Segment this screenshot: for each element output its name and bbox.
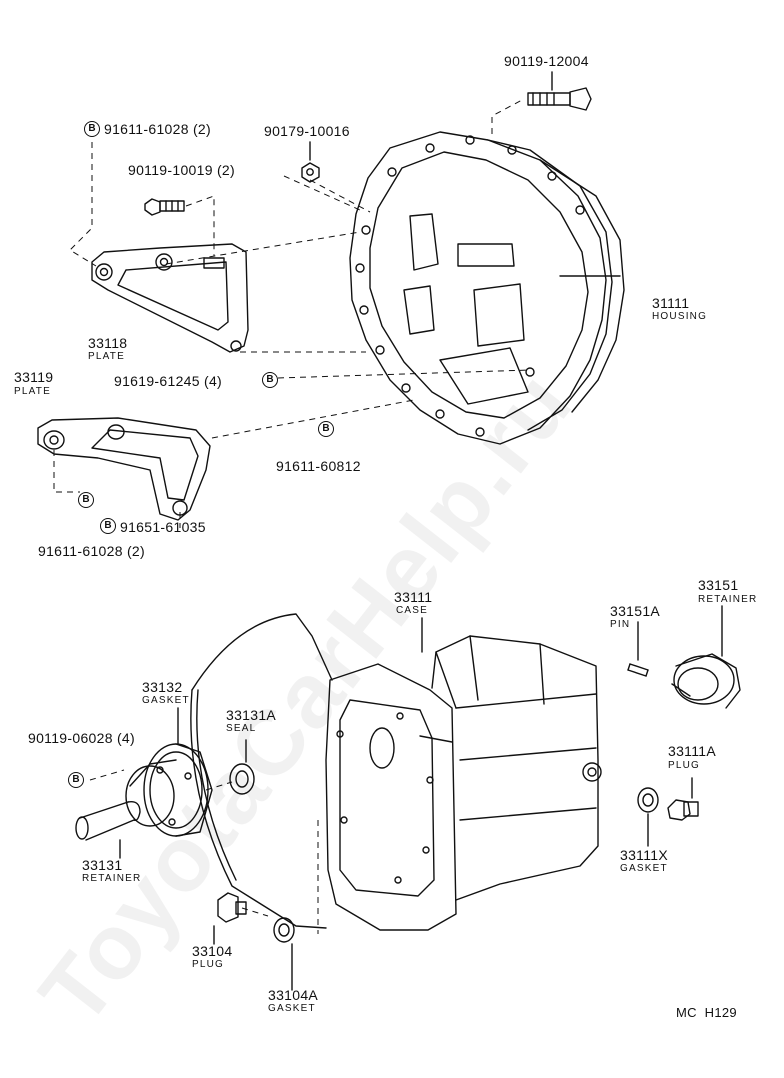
part-name-gasket-left: GASKET [142,695,190,706]
part-label-seal: 33131A [226,707,277,723]
part-name-plate-lower: PLATE [14,386,51,397]
part-label-retainer: 33151 [698,577,739,593]
retainer-33151 [671,605,741,709]
diagram-code: MC H129 [676,1005,737,1020]
part-label-bolt-housing: 91611-60812 [276,458,361,474]
gasket-33104A [273,917,295,991]
plug-33104 [213,892,247,945]
plate-33118 [91,243,249,353]
front-retainer-33131 [75,743,213,841]
part-label-gasket-left: 33132 [142,679,183,695]
part-label-bolt-mid: 91619-61245 (4) [114,373,223,389]
part-label-gasket-bottom: 33104A [268,987,319,1003]
part-label-plug-right: 33111A [668,743,716,759]
plate-33119 [37,417,211,521]
case-33111 [190,613,602,931]
bolt-marker-icon: B [318,421,334,437]
part-label-plug-bottom: 33104 [192,943,233,959]
part-name-housing: HOUSING [652,311,708,322]
part-label-nut: 90179-10016 [264,123,350,139]
part-label-front-retainer: 33131 [82,857,123,873]
part-name-retainer: RETAINER [698,594,758,605]
plug-33111A [667,777,699,821]
housing-31111 [349,131,625,445]
part-name-gasket-bottom: GASKET [268,1003,316,1014]
part-name-front-retainer: RETAINER [82,873,142,884]
bolt-marker-icon: B [68,772,84,788]
bolt-90119-10019 [144,198,185,216]
part-label-plate-upper: 33118 [88,335,128,351]
part-label-pin: 33151A [610,603,661,619]
part-name-plug-right: PLUG [668,760,701,771]
nut-90179-10016 [301,141,320,183]
part-name-plate-upper: PLATE [88,351,125,362]
part-label-bolt-plate-upper: 90119-10019 (2) [128,162,235,178]
part-name-case: CASE [396,605,429,616]
bolt-marker-icon: B [100,518,116,534]
part-label-plate-lower: 33119 [14,369,54,385]
part-name-plug-bottom: PLUG [192,959,225,970]
bolt-marker-icon: B [78,492,94,508]
part-label-bolt-left-top: 91611-61028 (2) [104,121,211,137]
part-label-bolt-top: 90119-12004 [504,53,589,69]
part-label-bolt-left-bottom: 91611-61028 (2) [38,543,145,559]
part-name-seal: SEAL [226,723,257,734]
gasket-33111X [637,787,659,847]
part-label-gasket-right: 33111X [620,847,668,863]
part-name-pin: PIN [610,619,631,630]
bolt-marker-icon: B [262,372,278,388]
pin-33151A [627,621,649,677]
part-label-case: 33111 [394,589,433,605]
part-name-gasket-right: GASKET [620,863,668,874]
part-label-bolt-plate-lower: 91651-61035 [120,519,206,535]
part-label-housing: 31111 [652,295,690,311]
seal-33131A [229,739,255,795]
bolt-marker-icon: B [84,121,100,137]
part-label-bolt-retainer: 90119-06028 (4) [28,730,135,746]
bolt-90119-12004 [527,71,592,111]
